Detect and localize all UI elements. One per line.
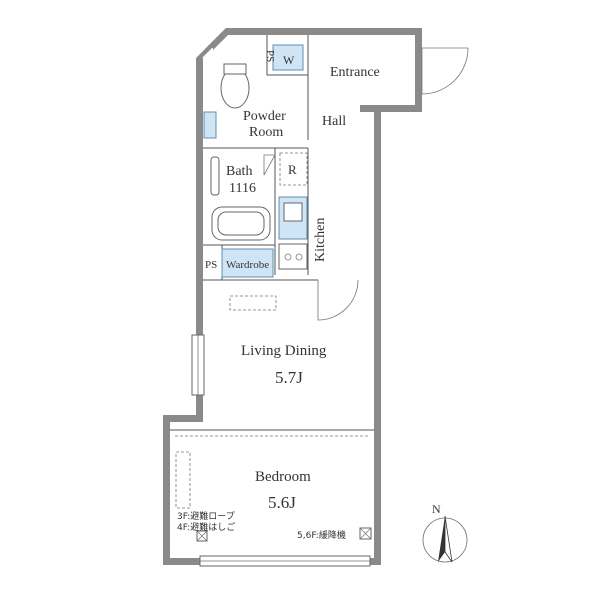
refrigerator-box: [279, 152, 308, 186]
bath-label-2: 1116: [229, 181, 256, 196]
refrigerator-label: R: [288, 162, 297, 177]
bedroom-size-label: 5.6J: [268, 493, 296, 512]
kitchen-label: Kitchen: [313, 218, 328, 262]
living-dining-label: Living Dining: [241, 343, 327, 359]
entrance-label: Entrance: [330, 65, 380, 80]
doors: [263, 47, 469, 321]
escape-3f-note: 3F:避難ロープ: [177, 510, 235, 522]
ps-mid-label: PS: [205, 259, 217, 271]
interior-walls: [170, 35, 374, 437]
living-size-label: 5.7J: [275, 368, 303, 387]
stove: [278, 243, 308, 270]
hall-label: Hall: [322, 114, 346, 129]
washer-box: [272, 44, 304, 71]
escape-4f-note: 4F:避難はしご: [177, 521, 235, 533]
bedroom-label: Bedroom: [255, 469, 311, 485]
north-compass: N: [422, 502, 468, 563]
powder-room-label-2: Room: [249, 125, 283, 140]
escape-56f-note: 5,6F:緩降機: [297, 529, 346, 541]
ps-top-label: PS: [264, 50, 276, 62]
powder-room-label-1: Powder: [243, 109, 286, 124]
wardrobe-box: [221, 248, 274, 278]
north-label: N: [432, 502, 441, 516]
room-labels: Entrance Hall Powder Room Bath 1116 PS W…: [205, 50, 380, 512]
washer-label: W: [283, 53, 295, 67]
bath-label-1: Bath: [226, 164, 252, 179]
windows: [191, 334, 371, 567]
north-arrow-icon: [438, 516, 445, 562]
wardrobe-label: Wardrobe: [226, 259, 269, 271]
escape-notes: 3F:避難ロープ 4F:避難はしご 5,6F:緩降機: [177, 510, 346, 541]
fixtures: [175, 44, 372, 542]
